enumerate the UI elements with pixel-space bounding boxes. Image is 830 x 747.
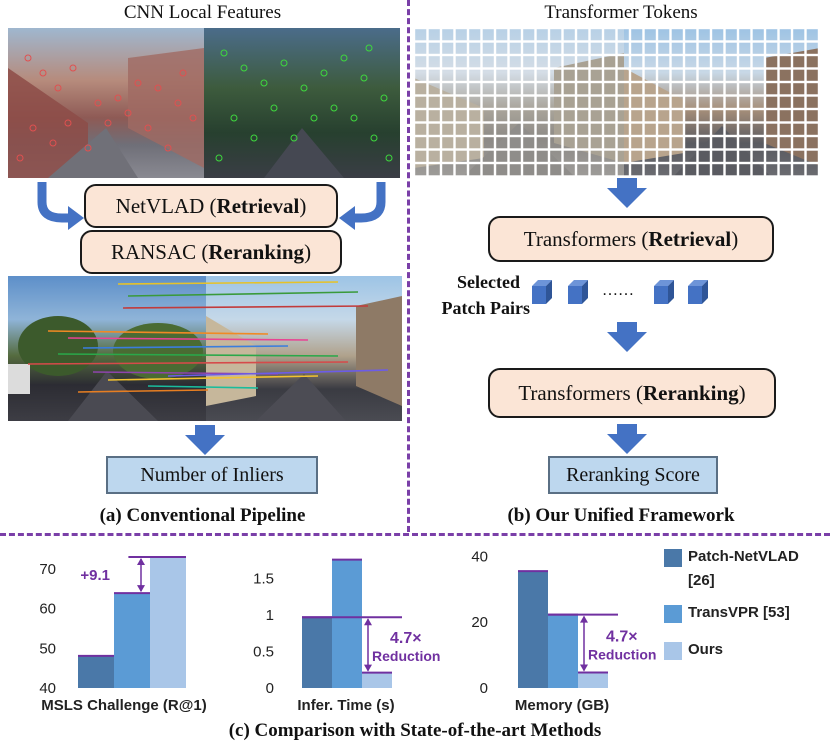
chart1-ytick-50: 50 [39, 640, 56, 657]
legend-swatch-patch-netvlad [664, 549, 682, 567]
tr-retrieval-prefix: Transformers ( [523, 226, 649, 251]
chart3-ytick-0: 0 [480, 680, 488, 697]
token-grid [414, 28, 820, 176]
selected-label: Selected [457, 272, 520, 292]
patch-pairs-label: Patch Pairs [441, 298, 530, 318]
chart3-arrowhead-top [580, 615, 588, 623]
chart3-annotation-label-1: 4.7× [606, 629, 638, 646]
netvlad-prefix: NetVLAD ( [115, 193, 217, 218]
legend-label-patch-netvlad-1: Patch-NetVLAD [688, 548, 799, 565]
netvlad-bold: Retrieval [216, 193, 300, 218]
curved-arrow-right [339, 182, 386, 230]
legend-label-ours: Ours [688, 641, 724, 658]
chart2-bar-2 [332, 559, 362, 688]
down-arrow-right-2 [607, 322, 647, 352]
left-panel-title: CNN Local Features [123, 2, 282, 23]
chart3-xlabel: Memory (GB) [515, 697, 609, 714]
chart2-bar-1 [302, 617, 332, 688]
curved-arrow-left [37, 182, 84, 230]
chart3-annotation-label-2: Reduction [588, 647, 656, 663]
down-arrow-right-1 [607, 178, 647, 208]
caption-b: (b) Our Unified Framework [507, 505, 735, 526]
ransac-reranking-box: RANSAC (Reranking) [80, 230, 342, 274]
cnn-reference-image [204, 28, 400, 178]
chart3-arrowhead-bottom [580, 664, 588, 672]
vertical-divider [407, 0, 410, 532]
chart2-xlabel: Infer. Time (s) [297, 697, 394, 714]
ransac-prefix: RANSAC ( [110, 239, 209, 264]
chart2-ytick-1: 1 [266, 607, 274, 624]
match-lines [27, 281, 389, 393]
patch-cube-3 [654, 280, 674, 304]
chart1-ytick-40: 40 [39, 680, 56, 697]
netvlad-retrieval-box: NetVLAD (Retrieval) [84, 184, 338, 228]
ellipsis-dots: …… [602, 282, 634, 299]
chart1-annotation-label: +9.1 [80, 567, 110, 584]
patch-cubes [532, 280, 708, 304]
chart3-bar-2 [548, 614, 578, 688]
legend-swatch-ours [664, 642, 682, 660]
tr-retrieval-bold: Retrieval [648, 226, 732, 251]
transformers-reranking-box: Transformers (Reranking) [488, 368, 776, 418]
cnn-query-image [8, 28, 204, 178]
right-panel-title: Transformer Tokens [544, 2, 698, 23]
chart1-bar-3 [150, 556, 186, 688]
chart1-bar-2 [114, 593, 150, 688]
chart3-ytick-20: 20 [471, 614, 488, 631]
reranking-score-label: Reranking Score [548, 456, 718, 494]
netvlad-suffix: ) [299, 193, 307, 218]
legend-label-patch-netvlad-2: [26] [688, 572, 715, 589]
chart2-ytick-0.5: 0.5 [253, 644, 274, 661]
tr-reranking-suffix: ) [738, 380, 746, 405]
chart1-arrowhead-bottom [137, 585, 145, 593]
patch-cube-4 [688, 280, 708, 304]
chart3-bar-1 [518, 571, 548, 688]
ransac-bold: Reranking [208, 239, 305, 264]
chart2-annotation-label-2: Reduction [372, 648, 440, 664]
chart1-ytick-70: 70 [39, 561, 56, 578]
tr-retrieval-suffix: ) [731, 226, 739, 251]
legend-swatch-transvpr [664, 605, 682, 623]
legend-label-transvpr: TransVPR [53] [688, 604, 790, 621]
chart2-ytick-0: 0 [266, 680, 274, 697]
horizontal-divider [0, 533, 830, 536]
chart1-ytick-60: 60 [39, 601, 56, 618]
chart2-bar-3 [362, 672, 392, 688]
patch-cube-1 [532, 280, 552, 304]
chart2-ytick-1.5: 1.5 [253, 571, 274, 588]
score-text: Reranking Score [566, 463, 700, 486]
chart2-arrowhead-bottom [364, 664, 372, 672]
chart2-annotation-label-1: 4.7× [390, 630, 422, 647]
chart3-bar-3 [578, 672, 608, 688]
transformers-retrieval-box: Transformers (Retrieval) [488, 216, 774, 262]
chart1-arrowhead-top [137, 557, 145, 565]
chart1-bar-1 [78, 655, 114, 688]
number-of-inliers-label: Number of Inliers [106, 456, 318, 494]
match-reference-image [206, 276, 402, 421]
down-arrow-left [185, 425, 225, 455]
ransac-suffix: ) [304, 239, 312, 264]
chart1-xlabel: MSLS Challenge (R@1) [41, 697, 206, 714]
chart2-arrowhead-top [364, 618, 372, 626]
inliers-text: Number of Inliers [140, 463, 284, 486]
tr-reranking-bold: Reranking [642, 380, 739, 405]
caption-c: (c) Comparison with State-of-the-art Met… [228, 720, 602, 741]
patch-cube-2 [568, 280, 588, 304]
caption-a: (a) Conventional Pipeline [99, 505, 306, 526]
tr-reranking-prefix: Transformers ( [518, 380, 643, 405]
chart3-ytick-40: 40 [471, 548, 488, 565]
down-arrow-right-3 [607, 424, 647, 454]
